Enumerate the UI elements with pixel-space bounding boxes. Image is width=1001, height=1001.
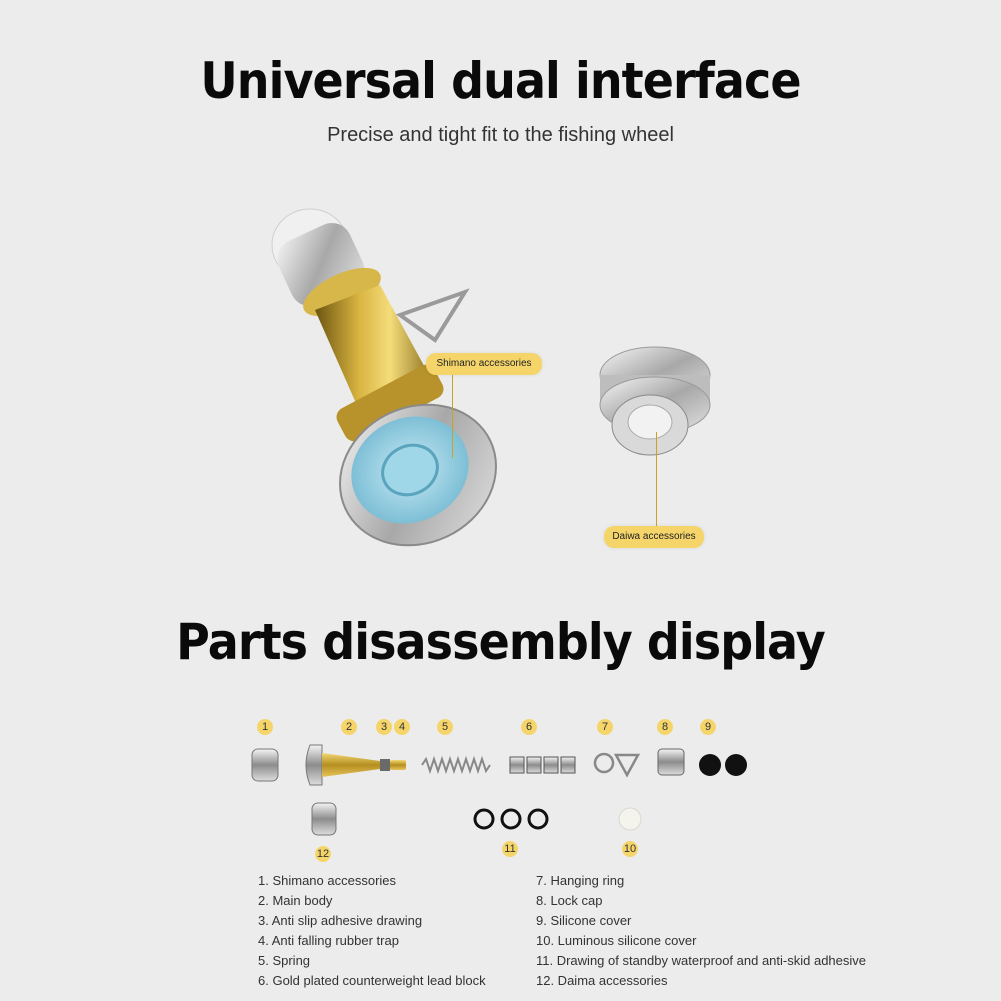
legend-item: 1. Shimano accessories <box>258 873 397 888</box>
part-number: 9 <box>700 719 716 735</box>
legend-item: 3. Anti slip adhesive drawing <box>258 913 423 928</box>
part-number: 2 <box>341 719 357 735</box>
part-number: 3 <box>376 719 392 735</box>
part-luminous-cover <box>618 807 642 831</box>
legend-item: 4. Anti falling rubber trap <box>258 933 399 948</box>
part-daima-accessory <box>311 802 337 836</box>
legend-item: 11. Drawing of standby waterproof and an… <box>536 953 867 968</box>
part-hanging-ring <box>593 752 641 778</box>
part-number: 4 <box>394 719 410 735</box>
page-title: Universal dual interface <box>200 52 801 110</box>
daiwa-callout: Daiwa accessories <box>604 526 704 548</box>
legend-item: 10. Luminous silicone cover <box>536 933 697 948</box>
part-o-ring <box>527 808 549 830</box>
part-lock-cap <box>657 748 685 776</box>
part-o-ring <box>473 808 495 830</box>
shimano-callout: Shimano accessories <box>426 353 542 375</box>
part-shimano-accessory <box>251 748 279 782</box>
daiwa-lead-line <box>656 432 657 528</box>
legend-item: 7. Hanging ring <box>536 873 625 888</box>
part-number: 6 <box>521 719 537 735</box>
parts-illustration <box>251 744 747 836</box>
part-number: 12 <box>315 846 331 862</box>
part-number: 5 <box>437 719 453 735</box>
part-number: 7 <box>597 719 613 735</box>
legend-item: 9. Silicone cover <box>536 913 632 928</box>
legend-item: 8. Lock cap <box>536 893 603 908</box>
legend-right: 7. Hanging ring 8. Lock cap 9. Silicone … <box>536 871 866 991</box>
part-number: 10 <box>622 841 638 857</box>
part-number: 11 <box>502 841 518 857</box>
legend-item: 12. Daima accessories <box>536 973 668 988</box>
part-spring <box>421 755 491 775</box>
page-subtitle: Precise and tight fit to the fishing whe… <box>327 124 674 146</box>
legend-item: 5. Spring <box>258 953 311 968</box>
part-silicone-cover <box>699 754 721 776</box>
shimano-lead-line <box>452 373 453 458</box>
part-silicone-cover <box>725 754 747 776</box>
part-o-ring <box>500 808 522 830</box>
part-lead-blocks <box>509 756 576 774</box>
hanging-ring-icon <box>395 288 470 343</box>
legend-item: 6. Gold plated counterweight lead block <box>258 973 486 988</box>
product-illustration <box>271 208 711 547</box>
part-number: 1 <box>257 719 273 735</box>
part-main-body <box>305 744 406 786</box>
legend-item: 2. Main body <box>258 893 333 908</box>
knob-top-cap <box>271 208 381 317</box>
section-title: Parts disassembly display <box>176 613 826 671</box>
daiwa-accessory <box>599 346 711 456</box>
legend-left: 1. Shimano accessories 2. Main body 3. A… <box>258 871 486 991</box>
part-number: 8 <box>657 719 673 735</box>
